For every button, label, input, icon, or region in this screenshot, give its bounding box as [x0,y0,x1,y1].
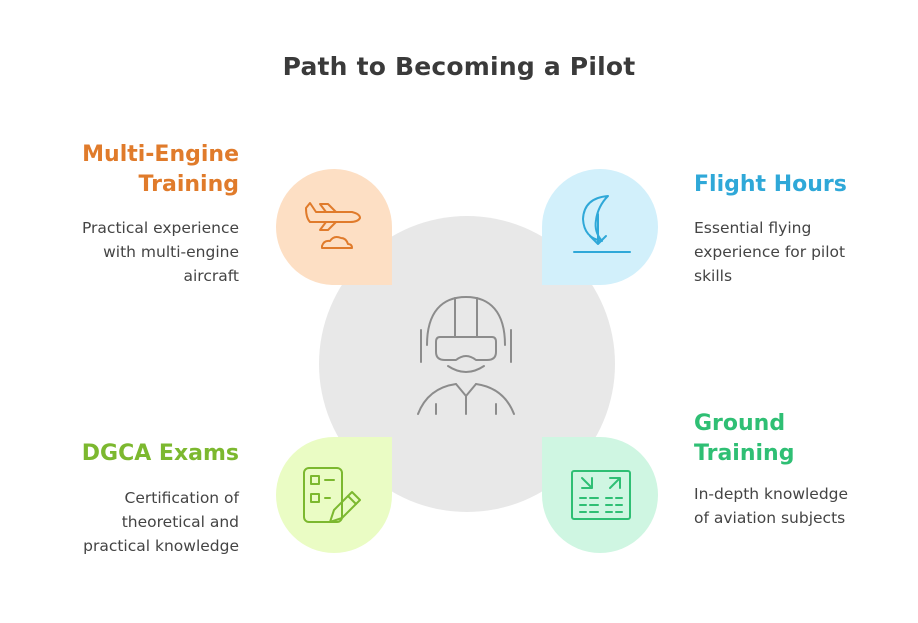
dgca-desc-line1: Certification of [124,489,239,507]
ground-training-description: In-depth knowledge of aviation subjects [694,482,909,530]
multi-engine-desc-line1: Practical experience [81,219,239,237]
multi-engine-desc-line2: with multi-engine [103,243,239,261]
landing-icon [573,195,631,253]
center-circle [319,216,615,512]
dgca-petal [276,437,392,553]
flight-hours-heading-line1: Flight Hours [694,172,847,197]
dgca-desc-line3: practical knowledge [83,537,239,555]
flight-hours-heading: Flight Hours [694,170,904,200]
dgca-description: Certification of theoretical and practic… [30,486,239,558]
dgca-heading: DGCA Exams [40,439,239,469]
ground-training-heading-line1: Ground [694,411,786,436]
flight-hours-petal [542,169,658,285]
dgca-desc-line2: theoretical and [121,513,239,531]
departure-board-icon [571,470,631,520]
pilot-helmet-icon [417,296,515,415]
flight-hours-desc-line2: experience for pilot [694,243,846,261]
exam-checklist-icon [303,467,361,523]
airplane-icon [305,202,361,249]
flight-hours-description: Essential flying experience for pilot sk… [694,216,904,288]
ground-training-heading-line2: Training [694,441,795,466]
ground-training-desc-line1: In-depth knowledge [694,485,849,503]
multi-engine-desc-line3: aircraft [183,267,240,285]
diagram-title: Path to Becoming a Pilot [282,52,636,81]
flight-hours-desc-line3: skills [694,267,733,285]
multi-engine-petal [276,169,392,285]
dgca-heading-line1: DGCA Exams [81,441,239,466]
multi-engine-heading-line2: Training [138,172,239,197]
multi-engine-heading-line1: Multi-Engine [82,142,239,167]
flight-hours-desc-line1: Essential flying [694,219,812,237]
multi-engine-heading: Multi-Engine Training [40,140,239,200]
multi-engine-description: Practical experience with multi-engine a… [30,216,239,288]
ground-training-heading: Ground Training [694,409,904,469]
ground-training-desc-line2: of aviation subjects [694,509,846,527]
ground-training-petal [542,437,658,553]
